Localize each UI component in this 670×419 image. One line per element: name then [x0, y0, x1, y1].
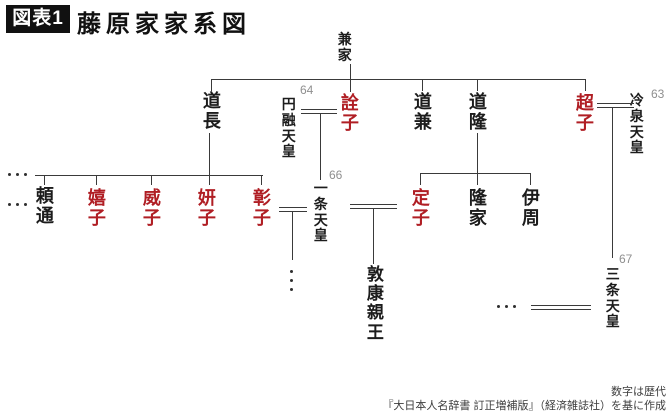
person-kaneie: 兼家	[337, 31, 352, 63]
connector-michinaga-down	[209, 133, 210, 185]
person-ishi: 威子	[142, 188, 161, 229]
connector-drop-michitaka	[477, 79, 478, 91]
connector-drop-teishi	[420, 173, 421, 185]
figure-number-badge: 図表1	[6, 5, 70, 33]
connector-michitaka-down	[477, 133, 478, 185]
connector-drop-korechika	[530, 173, 531, 185]
ellipsis-vertical-icon	[290, 270, 293, 291]
connector-to-sanjo	[612, 107, 613, 258]
marriage-line-enyu-senshi	[301, 109, 337, 114]
reign-number-enyu: 64	[300, 83, 314, 97]
marriage-line-shoshi-ichijo	[279, 207, 307, 212]
person-shoshi: 彰子	[252, 188, 271, 229]
connector-drop-michikane	[422, 79, 423, 91]
reign-number-reizei: 63	[651, 87, 665, 101]
page-title: 藤原家家系図	[77, 11, 251, 38]
person-teishi: 定子	[411, 188, 430, 229]
marriage-line-sanjo	[531, 305, 591, 310]
connector-kaneie-down	[350, 64, 351, 79]
person-atsuyasu-shinno: 敦康親王	[366, 265, 384, 342]
connector-to-ichijo	[320, 113, 321, 180]
person-takaie: 隆家	[468, 188, 487, 229]
connector-drop-yorimichi	[44, 175, 45, 185]
connector-shoshi-descendants	[292, 211, 293, 260]
person-senshi: 詮子	[340, 93, 359, 134]
ellipsis-sanjo-consort-icon	[497, 305, 516, 308]
source-note-line1: 数字は歴代	[611, 386, 666, 398]
connector-drop-michinaga	[211, 79, 212, 91]
person-yorimichi: 頼通	[35, 186, 54, 227]
connector-drop-kishi	[96, 175, 97, 185]
person-ichijo-tenno: 一条天皇	[313, 180, 328, 244]
connector-drop-senshi	[350, 79, 351, 92]
connector-drop-choshi	[585, 79, 586, 91]
connector-gen1-bar	[211, 79, 586, 80]
person-korechika: 伊周	[521, 188, 540, 229]
source-note-line2: 『大日本人名辞書 訂正増補版』（経済雑誌社）を基に作成	[382, 400, 666, 412]
person-enyu-tenno: 円融天皇	[281, 96, 296, 160]
connector-to-atsuyasu	[373, 208, 374, 264]
person-choshi: 超子	[575, 93, 594, 134]
connector-drop-ishi	[151, 175, 152, 185]
ellipsis-horizontal-icon	[8, 173, 27, 176]
connector-michinaga-children-bar	[35, 175, 263, 176]
reign-number-ichijo: 66	[329, 168, 343, 182]
person-sanjo-tenno: 三条天皇	[605, 266, 620, 330]
person-kishi: 嬉子	[87, 188, 106, 229]
marriage-line-choshi-reizei	[597, 103, 634, 108]
person-michinaga: 道長	[202, 91, 221, 132]
reign-number-sanjo: 67	[619, 252, 633, 266]
person-michitaka: 道隆	[468, 92, 487, 133]
connector-michitaka-children-bar	[420, 173, 530, 174]
person-michikane: 道兼	[413, 92, 432, 133]
ellipsis-siblings-icon	[8, 203, 27, 206]
person-kenshi: 妍子	[197, 188, 216, 229]
source-note: 数字は歴代 『大日本人名辞書 訂正増補版』（経済雑誌社）を基に作成	[382, 385, 666, 413]
connector-drop-shoshi	[261, 175, 262, 185]
